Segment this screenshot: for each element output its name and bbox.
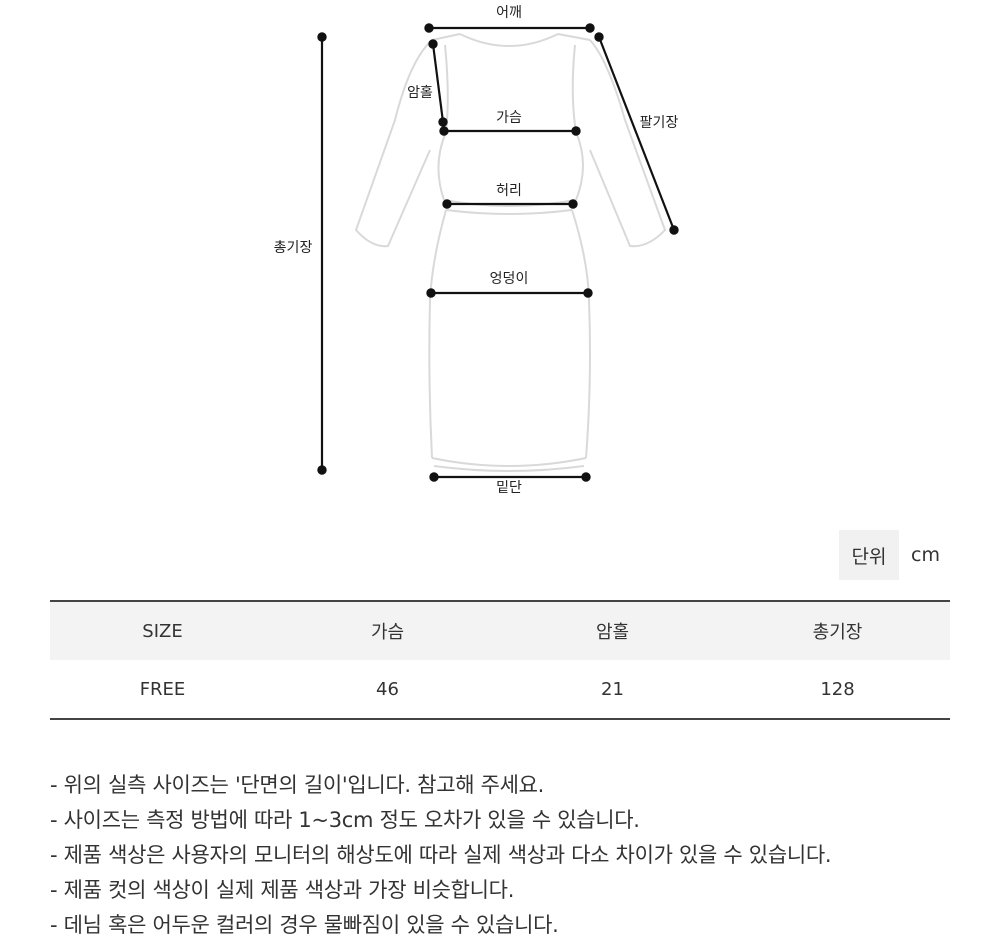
label-shoulder: 어깨: [496, 5, 522, 21]
size-diagram: 어깨 암홀 가슴 팔기장 허리 총기장 엉덩이 밑단: [273, 5, 679, 496]
unit-value: cm: [911, 544, 940, 566]
table-header-row: SIZE 가슴 암홀 총기장: [50, 601, 950, 660]
dress-outline-illustration: [317, 23, 679, 482]
header-chest: 가슴: [370, 622, 405, 643]
measure-lines: [317, 23, 679, 482]
header-size: SIZE: [142, 620, 183, 642]
note-item: - 사이즈는 측정 방법에 따라 1~3cm 정도 오차가 있을 수 있습니다.: [50, 808, 640, 832]
size-table: SIZE 가슴 암홀 총기장 FREE 46 21 128: [50, 600, 950, 720]
label-sleeve-length: 팔기장: [639, 115, 679, 131]
cell-total-length: 128: [820, 678, 855, 700]
size-notes: - 위의 실측 사이즈는 '단면의 길이'입니다. 참고해 주세요. - 사이즈…: [50, 768, 832, 943]
note-item: - 데님 혹은 어두운 컬러의 경우 물빠짐이 있을 수 있습니다.: [50, 913, 559, 937]
table-row: FREE 46 21 128: [50, 660, 950, 719]
label-total-length: 총기장: [273, 240, 313, 256]
header-total-length: 총기장: [812, 622, 863, 643]
label-waist: 허리: [496, 183, 522, 199]
dress-outline: [354, 33, 667, 472]
cell-chest: 46: [376, 678, 399, 700]
unit-label: 단위: [839, 530, 900, 580]
note-item: - 제품 컷의 색상이 실제 제품 색상과 가장 비슷합니다.: [50, 878, 515, 902]
label-chest: 가슴: [496, 110, 522, 126]
cell-armhole: 21: [601, 678, 624, 700]
label-armhole: 암홀: [407, 85, 433, 101]
label-hem: 밑단: [496, 480, 522, 496]
label-hip: 엉덩이: [489, 271, 529, 287]
note-item: - 제품 색상은 사용자의 모니터의 해상도에 따라 실제 색상과 다소 차이가…: [50, 843, 832, 867]
header-armhole: 암홀: [595, 622, 630, 643]
note-item: - 위의 실측 사이즈는 '단면의 길이'입니다. 참고해 주세요.: [50, 773, 545, 797]
unit-indicator: 단위 cm: [839, 530, 940, 580]
cell-size: FREE: [139, 678, 186, 700]
